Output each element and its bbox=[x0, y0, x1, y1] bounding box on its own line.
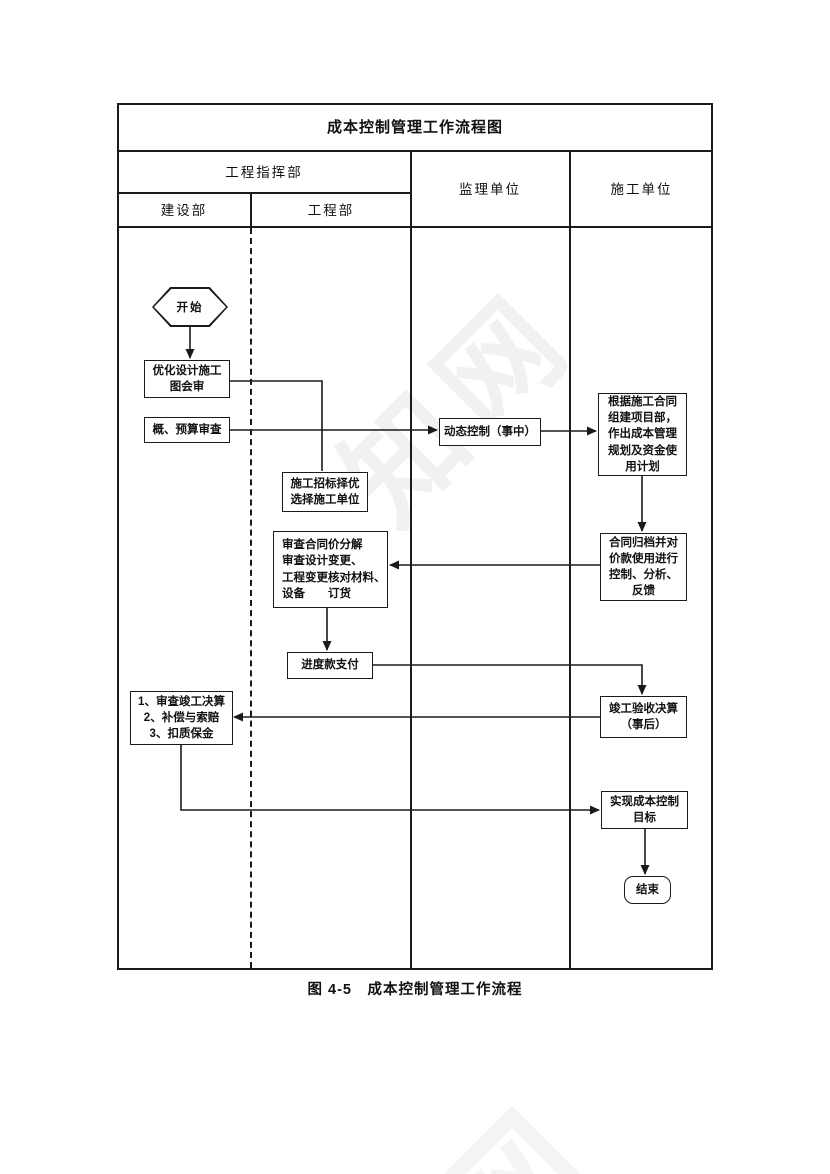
node-budget-review: 概、预算审查 bbox=[144, 417, 230, 443]
connector-optimize-to-bidding bbox=[230, 380, 323, 471]
node-progress-payment: 进度款支付 bbox=[287, 652, 373, 679]
group-header-bottom-line bbox=[117, 192, 411, 194]
start-node-label: 开始 bbox=[154, 289, 226, 325]
node-contract-archive: 合同归档并对 价款使用进行 控制、分析、 反馈 bbox=[600, 533, 687, 601]
figure-caption: 图 4-5 成本控制管理工作流程 bbox=[307, 981, 523, 998]
lane-divider-dashed bbox=[250, 228, 252, 968]
node-dynamic-control: 动态控制（事中） bbox=[439, 418, 541, 446]
subheader-divider bbox=[250, 192, 252, 226]
node-completion-acceptance: 竣工验收决算 （事后） bbox=[600, 696, 687, 738]
connector-final-review-to-goal bbox=[180, 745, 600, 815]
node-setup-project-dept: 根据施工合同 组建项目部， 作出成本管理 规划及资金使 用计划 bbox=[598, 393, 687, 476]
node-cost-control-goal: 实现成本控制 目标 bbox=[601, 791, 688, 829]
flowchart-frame bbox=[117, 103, 713, 970]
node-final-settlement-review: 1、审查竣工决算 2、补偿与索赔 3、扣质保金 bbox=[130, 691, 233, 745]
lane-divider-construction bbox=[569, 150, 571, 970]
node-contract-price-review: 审查合同价分解 审查设计变更、 工程变更核对材料、 设备 订货 bbox=[273, 531, 388, 608]
lane-header-command-dept: 工程指挥部 bbox=[225, 165, 303, 180]
node-bidding-selection: 施工招标择优 选择施工单位 bbox=[282, 472, 368, 512]
start-node: 开始 bbox=[152, 287, 228, 327]
end-node: 结束 bbox=[624, 876, 671, 904]
lane-divider-supervision bbox=[410, 150, 412, 970]
lane-header-supervision-unit: 监理单位 bbox=[459, 182, 521, 197]
flowchart-title: 成本控制管理工作流程图 bbox=[326, 119, 503, 136]
node-optimize-design-review: 优化设计施工 图会审 bbox=[144, 360, 230, 398]
lane-header-construction-unit: 施工单位 bbox=[610, 182, 673, 197]
header-bottom-line bbox=[117, 226, 713, 228]
connector-payment-to-completion bbox=[373, 664, 647, 695]
lane-header-construction-dept: 建设部 bbox=[160, 203, 208, 218]
lane-header-engineering-dept: 工程部 bbox=[307, 203, 355, 218]
header-top-line bbox=[117, 150, 713, 152]
